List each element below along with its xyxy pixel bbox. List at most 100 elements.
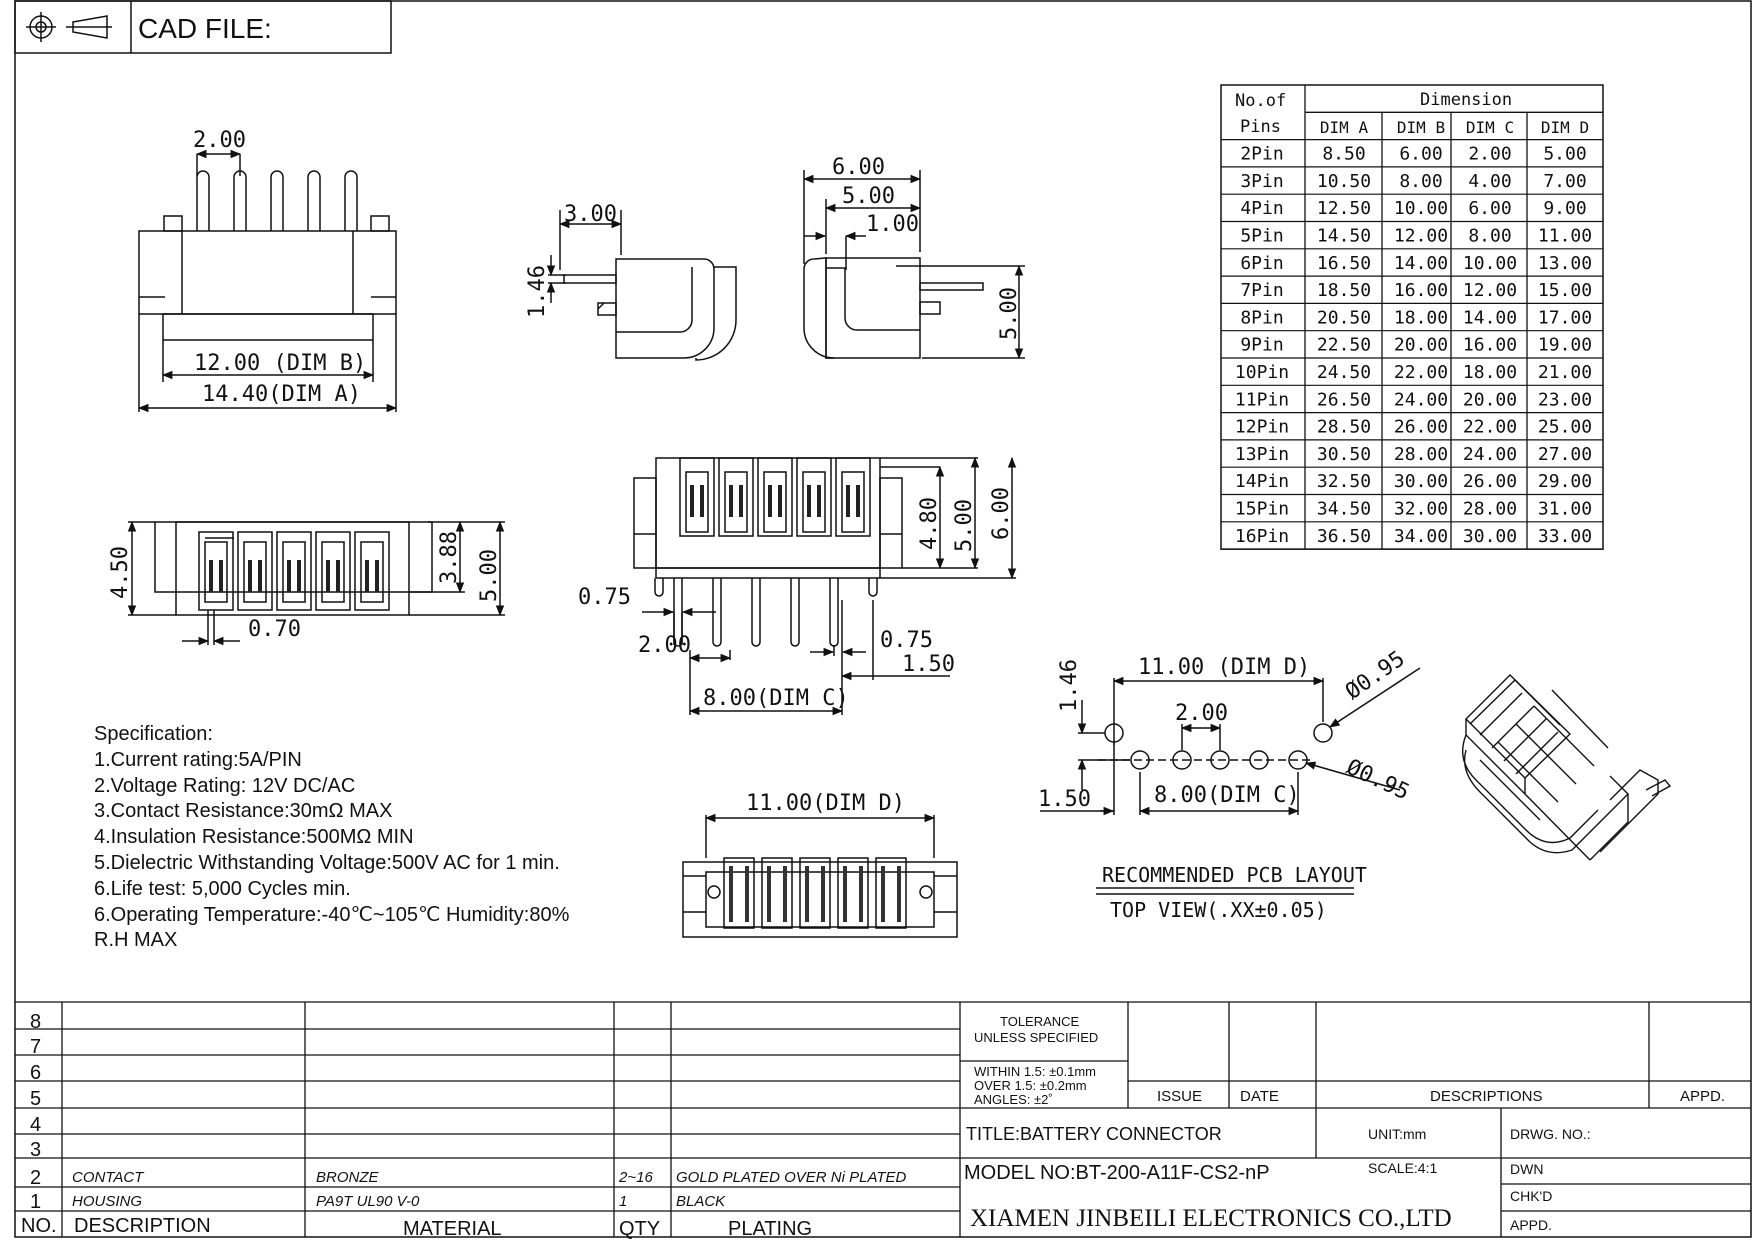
dim-table-cell: 14.50	[1317, 226, 1371, 247]
dim-table-column-header: DIM A	[1320, 118, 1369, 137]
dim-table-cell: 11Pin	[1235, 389, 1289, 410]
dim-table-cell: 13Pin	[1235, 444, 1289, 465]
spec-line: 4.Insulation Resistance:500MΩ MIN	[94, 826, 414, 849]
dim-table-cell: 7.00	[1543, 171, 1586, 192]
bom-row-no: 5	[30, 1088, 41, 1110]
dim-table-cell: 9.00	[1543, 198, 1586, 219]
dim-table-cell: 5Pin	[1240, 226, 1283, 247]
dim-table-cell: 20.00	[1463, 389, 1517, 410]
dim-table-cell: 22.00	[1394, 362, 1448, 383]
company-name: XIAMEN JINBEILI ELECTRONICS CO.,LTD	[970, 1205, 1452, 1232]
tolerance-over: OVER 1.5: ±0.2mm	[974, 1078, 1087, 1093]
dim-table-cell: 8.50	[1322, 144, 1365, 165]
pcb-pitch-dim: 2.00	[1175, 701, 1228, 726]
dim-table-cell: 28.50	[1317, 417, 1371, 438]
bom-row-no: 6	[30, 1062, 41, 1084]
dim-table-cell: 34.50	[1317, 499, 1371, 520]
dim-table-cell: 16.00	[1463, 335, 1517, 356]
bom-row-plating: GOLD PLATED OVER Ni PLATED	[676, 1169, 906, 1186]
bom-row-material: PA9T UL90 V-0	[316, 1193, 420, 1210]
bom-row-desc: HOUSING	[72, 1193, 142, 1210]
dim-table-cell: 10.00	[1463, 253, 1517, 274]
projection-symbol-icon	[26, 12, 112, 42]
profile-right-height-dim: 5.00	[997, 287, 1022, 340]
bom-row-no: 7	[30, 1036, 41, 1058]
bom-row-no: 3	[30, 1139, 41, 1161]
dim-table-cell: 14.00	[1463, 307, 1517, 328]
side-pitch-dim: 2.00	[193, 128, 246, 153]
dim-table-cell: 6.00	[1468, 198, 1511, 219]
bom-row-plating: BLACK	[676, 1193, 726, 1210]
spec-line: R.H MAX	[94, 929, 178, 952]
dim-table-cell: 14.00	[1394, 253, 1448, 274]
dim-table-cell: 30.00	[1394, 471, 1448, 492]
profile-left-width-dim: 3.00	[564, 202, 617, 227]
side-dim-b: 12.00 (DIM B)	[194, 351, 366, 376]
dim-table-cell: 26.50	[1317, 389, 1371, 410]
dim-table-cell: 33.00	[1538, 526, 1592, 547]
isometric-view	[1462, 674, 1672, 861]
dim-table-cell: 3Pin	[1240, 171, 1283, 192]
dim-table-cell: 12.00	[1463, 280, 1517, 301]
profile-right-dim-1: 1.00	[866, 212, 919, 237]
bom-row-desc: CONTACT	[72, 1169, 145, 1186]
top-view-small-contacts	[209, 560, 379, 592]
bom-row-qty: 2~16	[618, 1169, 653, 1186]
title-block: TOLERANCE UNLESS SPECIFIED WITHIN 1.5: ±…	[964, 1014, 1725, 1233]
top-small-slot-dim: 0.70	[248, 617, 301, 642]
dim-table-cell: 18.00	[1463, 362, 1517, 383]
dim-table-header-pins: No.of	[1235, 91, 1286, 111]
appd-label: APPD.	[1510, 1217, 1552, 1233]
dim-table-cell: 15.00	[1538, 280, 1592, 301]
scale-label: SCALE:4:1	[1368, 1160, 1437, 1176]
profile-left-height-dim: 1.46	[525, 265, 550, 318]
bottom-view-contacts	[729, 866, 901, 922]
dim-table-cell: 23.00	[1538, 389, 1592, 410]
dim-table-cell: 25.00	[1538, 417, 1592, 438]
dim-table-cell: 30.00	[1463, 526, 1517, 547]
unit-label: UNIT:mm	[1368, 1126, 1426, 1142]
dim-table-column-header: DIM D	[1541, 118, 1589, 137]
bottom-view	[682, 813, 958, 938]
dim-table-cell: 2.00	[1468, 144, 1511, 165]
dim-table-cell: 10Pin	[1235, 362, 1289, 383]
dim-table-cell: 22.00	[1463, 417, 1517, 438]
top-small-dim-388: 3.88	[437, 531, 462, 584]
dim-table-cell: 26.00	[1463, 471, 1517, 492]
dim-table-cell: 20.00	[1394, 335, 1448, 356]
dim-table-cell: 16.50	[1317, 253, 1371, 274]
pcb-layout	[1040, 667, 1421, 895]
dim-table-cell: 19.00	[1538, 335, 1592, 356]
descriptions-label: DESCRIPTIONS	[1430, 1088, 1543, 1105]
dim-table-cell: 10.00	[1394, 198, 1448, 219]
dim-table-cell: 24.00	[1394, 389, 1448, 410]
dim-table-cell: 12Pin	[1235, 417, 1289, 438]
cad-header: CAD FILE:	[14, 0, 392, 54]
spec-line: 5.Dielectric Withstanding Voltage:500V A…	[94, 851, 560, 874]
front-pin-width-dim-2: 0.75	[880, 628, 933, 653]
pcb-dim-d: 11.00 (DIM D)	[1138, 655, 1310, 680]
dim-table-cell: 12.00	[1394, 226, 1448, 247]
dim-table-cell: 24.50	[1317, 362, 1371, 383]
top-small-dim-500: 5.00	[477, 549, 502, 602]
spec-line: 6.Operating Temperature:-40℃~105℃ Humidi…	[94, 903, 570, 926]
front-pitch-dim: 2.00	[638, 633, 691, 658]
front-view-contacts	[690, 485, 860, 517]
cad-file-label: CAD FILE:	[138, 13, 272, 44]
dim-table-cell: 15Pin	[1235, 499, 1289, 520]
bom-row-no: 8	[30, 1011, 41, 1033]
side-view	[137, 149, 398, 413]
dim-table-cell: 27.00	[1538, 444, 1592, 465]
bom-header: NO. DESCRIPTION MATERIAL QTY PLATING	[21, 1215, 812, 1240]
bom-row-qty: 1	[619, 1193, 627, 1210]
bom-row-no: 2	[30, 1167, 41, 1189]
dim-table-cell: 32.00	[1394, 499, 1448, 520]
dim-table-cell: 24.00	[1463, 444, 1517, 465]
dim-table-cell: 16.00	[1394, 280, 1448, 301]
front-offset-dim: 1.50	[902, 652, 955, 677]
dim-table-column-header: DIM B	[1397, 118, 1445, 137]
date-label: DATE	[1240, 1088, 1279, 1105]
